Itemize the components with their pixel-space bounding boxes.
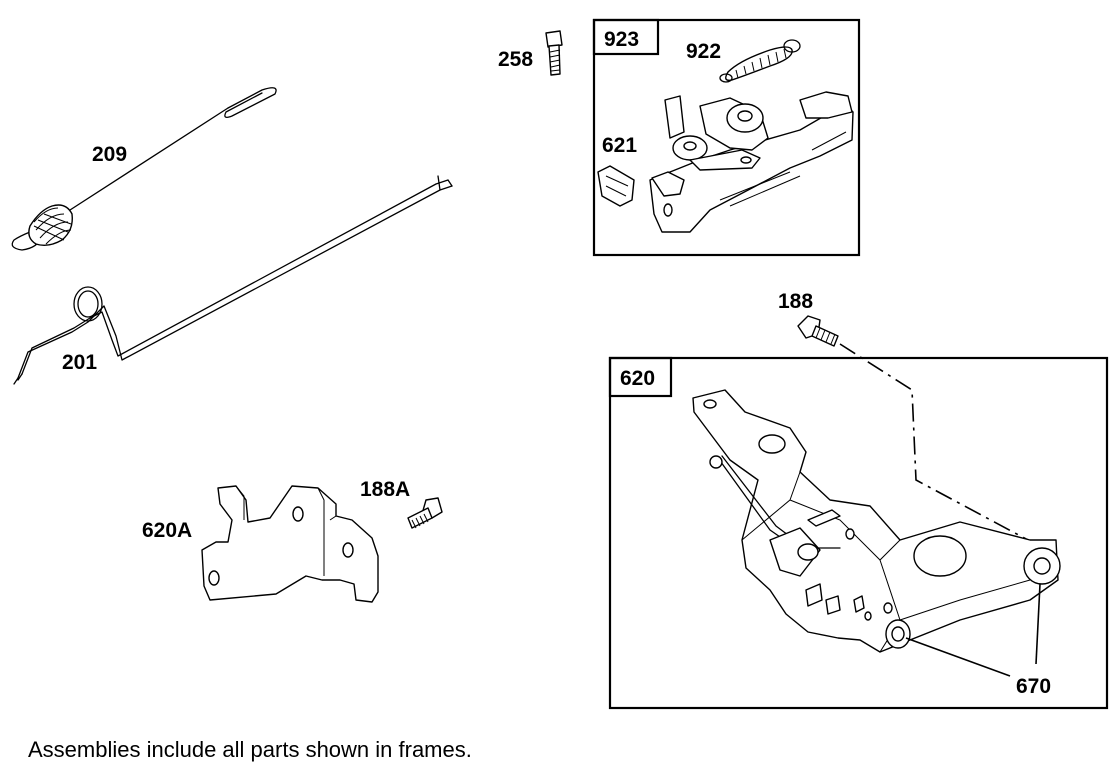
frame-923	[592, 18, 861, 257]
plate-620A	[201, 485, 379, 603]
bolt-188	[797, 315, 839, 347]
screw-258	[545, 30, 563, 76]
link-621	[597, 165, 685, 207]
spring-922	[719, 39, 801, 83]
label-258: 258	[498, 48, 533, 71]
label-923: 923	[604, 28, 639, 51]
label-620: 620	[620, 367, 655, 390]
label-201: 201	[62, 351, 97, 374]
label-621: 621	[602, 134, 637, 157]
label-620A: 620A	[142, 519, 192, 542]
label-188A: 188A	[360, 478, 410, 501]
assembly-footnote: Assemblies include all parts shown in fr…	[28, 737, 472, 762]
frame-620	[608, 356, 1109, 710]
bolt-188A	[407, 497, 443, 529]
label-209: 209	[92, 143, 127, 166]
label-188: 188	[778, 290, 813, 313]
label-670: 670	[1016, 675, 1051, 698]
label-922: 922	[686, 40, 721, 63]
rod-201	[13, 175, 454, 385]
spring-209	[11, 87, 277, 251]
leader-188	[839, 343, 1029, 541]
